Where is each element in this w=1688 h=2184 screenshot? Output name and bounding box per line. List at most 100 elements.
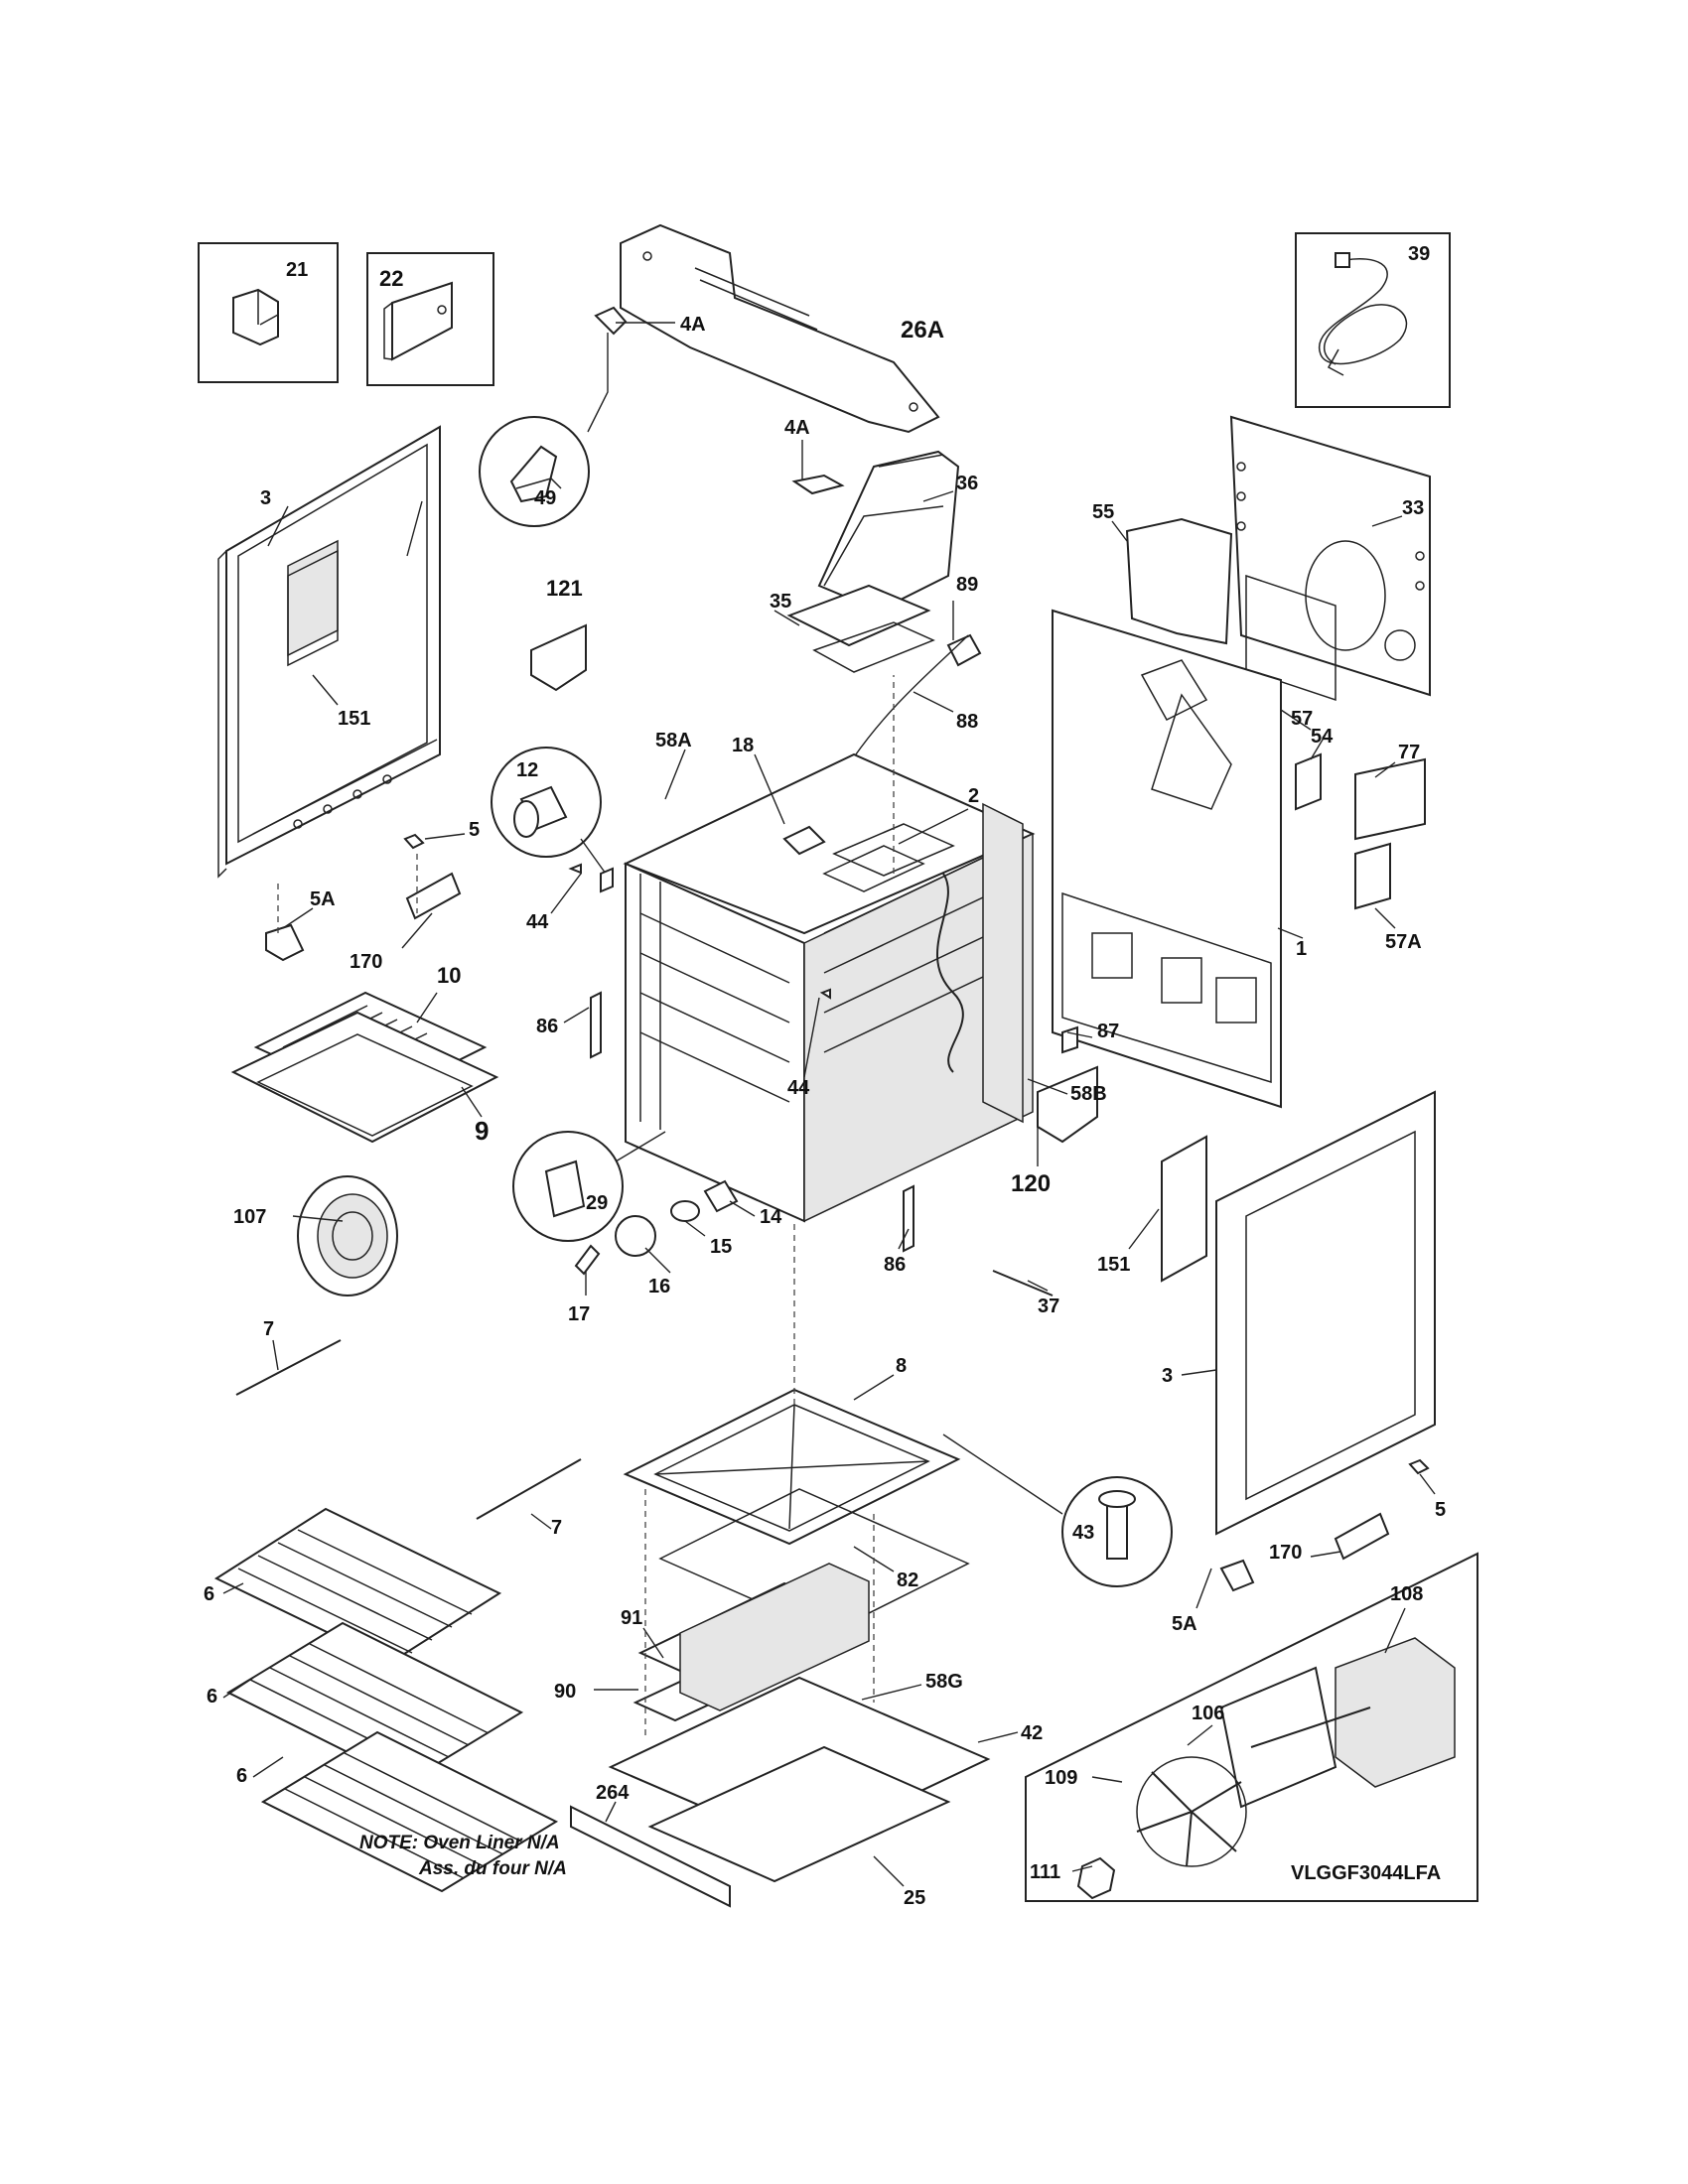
part-109-fan-blade: [1136, 1756, 1247, 1867]
callout-57A: 57A: [1385, 931, 1422, 953]
callout-77: 77: [1398, 742, 1420, 763]
part-57A-cover: [1354, 842, 1391, 910]
detail-circle-12: [491, 747, 614, 893]
part-4A-mid: [791, 474, 845, 495]
part-55-shield: [1125, 517, 1233, 645]
part-4A-top: [594, 306, 628, 336]
part-170-right-hinge: [1334, 1512, 1390, 1561]
fan-motor-inset: [1025, 1552, 1478, 1902]
note-oven-liner-fr: Ass. du four N/A: [418, 1858, 567, 1879]
note-oven-liner: NOTE: Oven Liner N/A: [359, 1833, 560, 1853]
detail-circle-43: [1061, 1476, 1173, 1587]
callout-15: 15: [710, 1236, 732, 1258]
callout-87: 87: [1097, 1021, 1119, 1042]
part-3-left-door: [217, 425, 441, 879]
part-120-bracket: [1037, 1065, 1098, 1144]
part-16-lens: [615, 1215, 656, 1257]
part-111-nut: [1076, 1856, 1116, 1900]
callout-5-left: 5: [469, 819, 480, 841]
callout-29: 29: [586, 1192, 608, 1214]
callout-12: 12: [516, 759, 538, 781]
part-121-bracket: [530, 623, 587, 692]
part-6-rack-bottom: [260, 1730, 559, 1893]
part-54-panel: [1245, 574, 1336, 702]
callout-6-c: 6: [236, 1765, 247, 1787]
callout-3-right: 3: [1162, 1365, 1173, 1387]
callout-36: 36: [956, 473, 978, 494]
part-151-left-liner: [287, 549, 339, 667]
part-7-left-rod: [235, 1339, 342, 1396]
callout-26A: 26A: [901, 317, 944, 343]
part-88-vent-cover: [812, 621, 935, 673]
callout-21: 21: [286, 259, 308, 281]
callout-6-b: 6: [207, 1686, 217, 1707]
callout-106: 106: [1192, 1703, 1224, 1724]
callout-44-mid: 44: [787, 1077, 810, 1099]
callout-10: 10: [437, 963, 461, 988]
callout-4A-top: 4A: [680, 314, 706, 336]
callout-86-mid: 86: [884, 1254, 906, 1276]
callout-17: 17: [568, 1303, 590, 1325]
callout-5A-right: 5A: [1172, 1613, 1197, 1635]
callout-151-left: 151: [338, 708, 370, 730]
callout-107: 107: [233, 1206, 266, 1228]
part-8-oven-bottom: [623, 1388, 961, 1546]
callout-58B: 58B: [1070, 1083, 1107, 1105]
callout-44-left: 44: [526, 911, 549, 933]
callout-14: 14: [760, 1206, 782, 1228]
part-151-right-liner: [1161, 1135, 1207, 1283]
part-25-bottom-plate: [647, 1745, 951, 1883]
callout-49: 49: [534, 487, 556, 509]
part-1-back-panel: [1052, 609, 1282, 1109]
callout-91: 91: [621, 1607, 642, 1629]
callout-111: 111: [1030, 1861, 1060, 1883]
part-170-left-hinge: [405, 872, 462, 920]
part-3-right-door: [1215, 1090, 1436, 1536]
detail-circle-29: [512, 1131, 666, 1242]
box-part-22: [366, 252, 494, 386]
part-58B-insulation: [935, 802, 1024, 1124]
callout-8: 8: [896, 1355, 907, 1377]
callout-5-right: 5: [1435, 1499, 1446, 1521]
part-58G-burner: [679, 1563, 870, 1711]
part-18-sensor: [782, 825, 826, 856]
detail-circle-49: [479, 416, 590, 527]
part-33-rear-panel: [1229, 415, 1431, 697]
box-part-21: [198, 242, 339, 383]
callout-labels: 21 22 39 26A 4A 49 4A 36 33 55 3 121 35 …: [204, 243, 1446, 1909]
callout-22: 22: [379, 266, 403, 291]
part-57-relay: [1295, 752, 1322, 811]
part-5-left-screw: [403, 833, 425, 850]
part-5A-left-hinge: [265, 923, 305, 962]
part-7-mid-rod: [476, 1458, 582, 1520]
callout-121: 121: [546, 576, 583, 601]
leader-lines: [222, 322, 1436, 1887]
callout-16: 16: [648, 1276, 670, 1297]
callout-3-left: 3: [260, 487, 271, 509]
part-5A-right-hinge: [1219, 1559, 1255, 1592]
callout-18: 18: [732, 735, 754, 756]
part-264-trim: [570, 1805, 731, 1908]
callout-57: 57: [1291, 708, 1313, 730]
part-86-left-slide: [590, 991, 602, 1059]
callout-6-a: 6: [204, 1583, 214, 1605]
callout-82: 82: [897, 1570, 918, 1591]
callout-58A: 58A: [655, 730, 692, 751]
callout-55: 55: [1092, 501, 1114, 523]
part-37-wire: [992, 1270, 1054, 1297]
part-44-mid-screw: [819, 988, 831, 1000]
callout-86-left: 86: [536, 1016, 558, 1037]
callout-90: 90: [554, 1681, 576, 1703]
part-5-right-screw: [1408, 1458, 1430, 1475]
callout-170-right: 170: [1269, 1542, 1302, 1564]
callout-1: 1: [1296, 938, 1307, 960]
part-89-switch: [946, 633, 982, 667]
part-77-control-board: [1354, 757, 1426, 841]
part-86-mid-slide: [903, 1184, 914, 1253]
part-58A-oven-cavity: [623, 752, 1036, 1223]
callout-35: 35: [770, 591, 791, 613]
assembly-lines: [277, 675, 895, 1737]
callout-5A-left: 5A: [310, 888, 336, 910]
part-44-left-screw: [568, 863, 582, 875]
